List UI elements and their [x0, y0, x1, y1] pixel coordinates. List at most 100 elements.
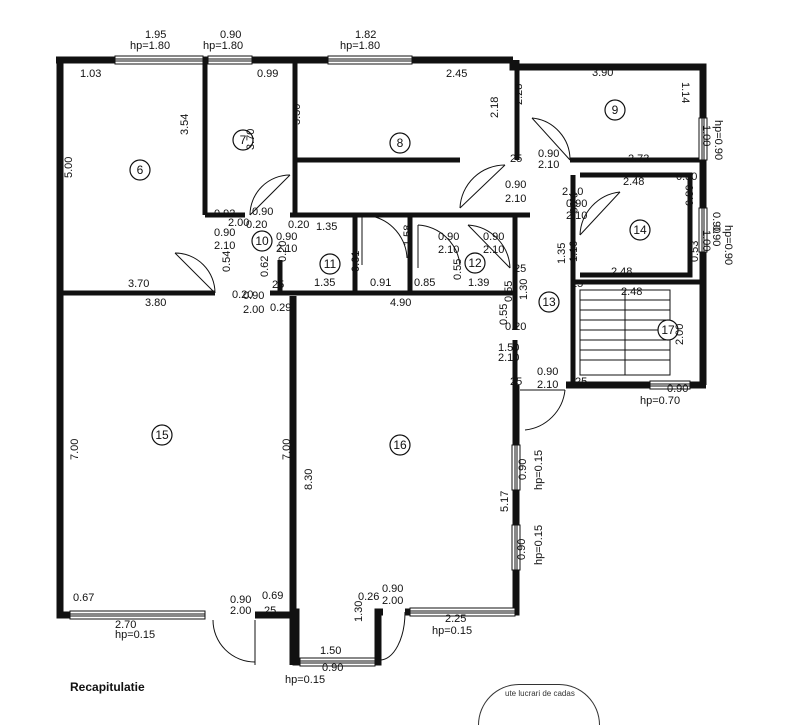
room-number-12: 12: [464, 252, 486, 274]
dimension-label: 0.90: [537, 366, 558, 378]
dimension-label: 0.29: [270, 302, 291, 314]
dimension-label: hp=0.15: [533, 450, 545, 490]
wall-top-right: [509, 60, 707, 160]
dimension-label: 2.25: [445, 613, 466, 625]
room-number-15: 15: [151, 424, 173, 446]
room-label: 12: [468, 256, 482, 270]
window-16-right-2: [511, 524, 521, 571]
window-dimension-label: hp=1.80: [130, 40, 170, 52]
window-bottom-16: [409, 607, 516, 617]
window-entrance: [299, 657, 376, 667]
dimension-label: 0.85: [414, 277, 435, 289]
dimension-label: 0.90: [505, 179, 526, 191]
dimension-label: 0.20: [277, 241, 289, 262]
dimension-label: hp=0.90: [712, 120, 724, 160]
door-room11: [361, 214, 408, 265]
dimension-label: 0.54: [221, 251, 233, 272]
dimension-label: 0.69: [262, 590, 283, 602]
dimension-label: 2.18: [489, 97, 501, 118]
dimension-label: 1.03: [80, 68, 101, 80]
dimension-label: 0.91: [370, 277, 391, 289]
door-room9: [531, 117, 571, 161]
window-16-right-1: [511, 444, 521, 491]
dimension-label: 0.90: [438, 231, 459, 243]
dimension-label: 0.90: [276, 231, 297, 243]
dimension-label: 2.10: [438, 244, 459, 256]
window-top-3: [327, 55, 413, 65]
room-label: 15: [155, 428, 169, 442]
dimension-label: 2.00: [674, 324, 686, 345]
room-label: 14: [633, 223, 647, 237]
dimension-label: 1.00: [700, 125, 712, 146]
dimension-label: 0.80: [684, 185, 696, 206]
dimension-label: hp=0.15: [285, 674, 325, 686]
window-top-1: [114, 55, 204, 65]
dimension-label: 0.20: [288, 219, 309, 231]
dimension-label: 0.90: [538, 148, 559, 160]
window-top-2: [207, 55, 253, 65]
dimension-label: 1.39: [468, 277, 489, 289]
dimension-label: 0.92: [214, 208, 235, 220]
dimension-label: 0.26: [358, 591, 379, 603]
dimension-label: 1.58: [402, 225, 414, 246]
dimension-label: 5.00: [63, 157, 75, 178]
dimension-label: 3.70: [128, 278, 149, 290]
dimension-label: 2.10: [505, 193, 526, 205]
room-label: 16: [393, 438, 407, 452]
stamp-text: ute lucrari de cadas: [505, 689, 575, 698]
dimension-label: 2.10: [214, 240, 235, 252]
room-number-11: 11: [319, 253, 341, 275]
dimension-label: 1.50: [498, 342, 519, 354]
dimension-label: 0.90: [567, 192, 579, 213]
dimension-label: 2.45: [446, 68, 467, 80]
dimension-label: 0.90: [566, 198, 587, 210]
dimension-label: 5.17: [499, 491, 511, 512]
dimension-label: 0.61: [350, 251, 362, 272]
window-bottom-15: [69, 610, 206, 620]
door-room8: [459, 164, 506, 209]
dimension-label: 2.48: [611, 266, 632, 278]
dimension-label: 0.20: [246, 219, 267, 231]
room-number-14: 14: [629, 219, 651, 241]
dimension-label: 2.48: [623, 176, 644, 188]
dimension-label: 0.90: [710, 212, 722, 233]
dimension-label: hp=0.15: [533, 525, 545, 565]
dimension-label: 0.90: [382, 583, 403, 595]
dimension-label: 1.35: [314, 277, 335, 289]
dimension-label: 0.90: [710, 225, 722, 246]
staircase: [579, 289, 671, 376]
room-number-10: 10: [251, 230, 273, 252]
door-room7: [249, 174, 291, 216]
dimension-label: 0.90: [516, 539, 528, 560]
dimension-label: 0.20: [505, 321, 526, 333]
dimension-label: 1.10: [568, 241, 580, 262]
dimension-label: 3.80: [145, 297, 166, 309]
dimension-label: 2.10: [562, 186, 583, 198]
dimension-label: hp=0.15: [115, 629, 155, 641]
dimension-label: 1.30: [353, 601, 365, 622]
dimension-label: hp=0.70: [640, 395, 680, 407]
room-number-9: 9: [604, 99, 626, 121]
door-room6: [174, 252, 216, 294]
dimension-label: 0.90: [214, 227, 235, 239]
dimension-label: 2.10: [498, 352, 519, 364]
door-room14: [579, 191, 621, 236]
dimension-label: 25: [510, 376, 522, 388]
dimension-label: 2.70: [115, 619, 136, 631]
door-entry-side: [520, 389, 566, 431]
room-label: 6: [137, 163, 144, 177]
room-label: 17: [661, 323, 675, 337]
dimension-label: 0.80: [676, 171, 697, 183]
dimension-label: 0.90: [243, 290, 264, 302]
dimension-label: 3.30: [291, 104, 303, 125]
dimension-label: 7.00: [281, 439, 293, 460]
dimension-label: 1.35: [316, 221, 337, 233]
room-number-8: 8: [389, 132, 411, 154]
dimension-label: 25: [575, 376, 587, 388]
dimension-label: 0.90: [322, 662, 343, 674]
dimension-label: 0.55: [452, 259, 464, 280]
room-number-17: 17: [657, 319, 679, 341]
dimension-label: 0.53: [689, 241, 701, 262]
dimension-label: 0.90: [230, 594, 251, 606]
recapitulatie-heading: Recapitulatie: [70, 680, 145, 694]
